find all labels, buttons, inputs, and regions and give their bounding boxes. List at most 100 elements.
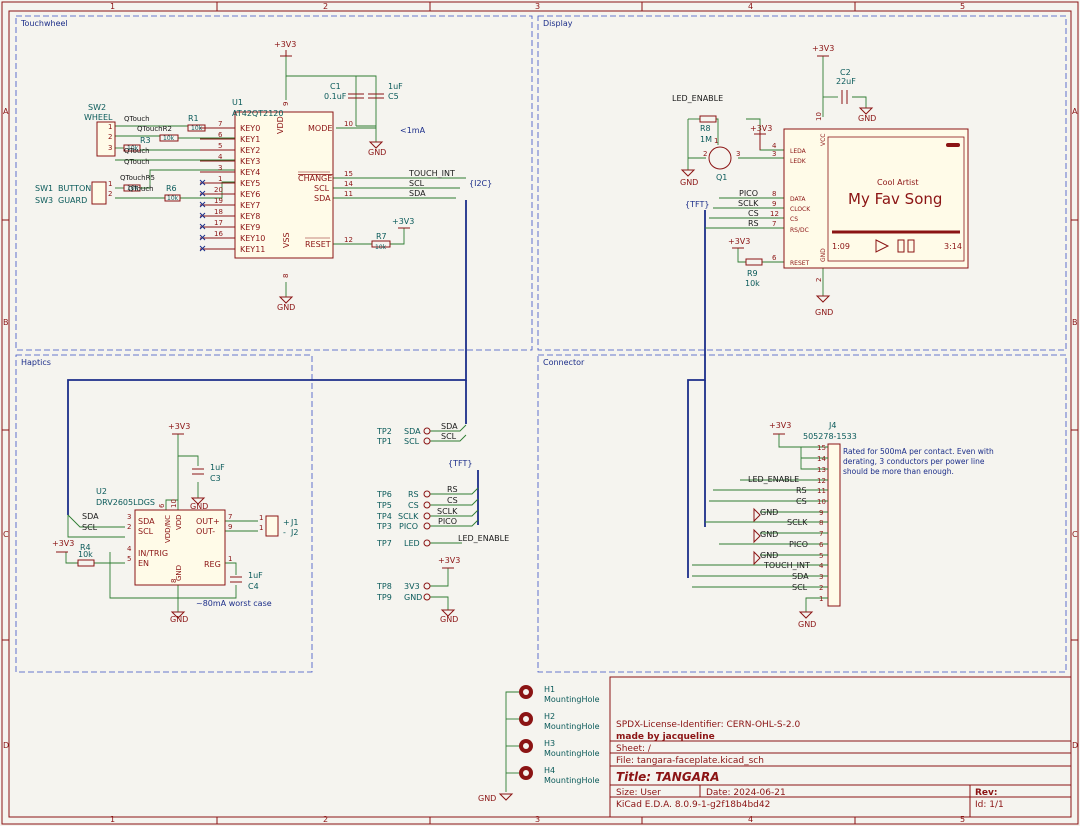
net-cs-display: CS: [748, 209, 759, 218]
r9-ref: R9: [747, 269, 758, 278]
q1-ref: Q1: [716, 173, 727, 182]
testpoint-circles: [423, 427, 431, 601]
tb-kicad: KiCad E.D.A. 8.0.9-1-g2f18b4bd42: [616, 800, 770, 810]
sw2-val: WHEEL: [84, 113, 113, 122]
r8-body: [699, 115, 717, 123]
sw2-pin1: 1: [108, 123, 112, 131]
tp-net-cs: CS: [447, 496, 458, 505]
r7-val: 10k: [375, 244, 387, 251]
disp-pin-clock: CLOCK: [790, 206, 811, 213]
r6-ref: R6: [166, 184, 177, 193]
disp-pin-ledk: LEDK: [790, 158, 807, 165]
j4-pin13: 13: [817, 466, 826, 474]
j4-gnd-label: GND: [798, 620, 816, 629]
c5-ref: C5: [388, 92, 399, 101]
u2-val: DRV2605LDGS: [96, 498, 155, 507]
j4-body: [827, 443, 841, 607]
touchwheel-wires: [115, 56, 466, 297]
u1-nc-marks: [199, 179, 206, 252]
j4-pin14: 14: [817, 455, 826, 463]
j4-pin4: 4: [819, 562, 824, 570]
r6-val: 10k: [167, 195, 179, 202]
u1-ref: U1: [232, 98, 243, 107]
u2-en: EN: [138, 559, 149, 568]
u1-key10: KEY10: [240, 234, 265, 243]
tp-net-led-enable: LED_ENABLE: [458, 534, 509, 543]
u2-gnd: GND: [175, 565, 183, 581]
display-wires: [687, 56, 867, 296]
j4-net-gnd-3: GND: [760, 551, 778, 560]
disp-num-4: 4: [772, 142, 777, 150]
u1-pin-key5: 1: [218, 175, 222, 183]
tb-id: Id: 1/1: [975, 800, 1004, 810]
u2-reg: REG: [204, 560, 221, 569]
pause-icon-right: [907, 239, 915, 253]
u1-pin14: 14: [344, 180, 353, 188]
j1-plus: +: [283, 518, 290, 527]
u2-pin2: 2: [127, 523, 131, 531]
j4-3v3: +3V3: [769, 421, 791, 430]
disp-pin-data: DATA: [790, 196, 806, 203]
j4-pin7: 7: [819, 530, 823, 538]
disp-num-12: 12: [770, 210, 779, 218]
touch-gnd-label: GND: [368, 148, 386, 157]
tp9-ref: TP9: [376, 593, 392, 602]
col-5-bottom: 5: [960, 815, 965, 824]
sheet-touchwheel-title: Touchwheel: [20, 19, 68, 28]
j2-ref: J2: [290, 528, 298, 537]
tb-date: Date: 2024-06-21: [706, 788, 786, 798]
qtouch-r2: QTouchR2: [137, 125, 172, 133]
c4-val: 1uF: [248, 571, 263, 580]
j4-net-led-enable: LED_ENABLE: [748, 475, 799, 484]
u1-pin-key4: 3: [218, 164, 222, 172]
j4-pin12: 12: [817, 477, 826, 485]
q1-gnd-label: GND: [680, 178, 698, 187]
u1-key5: KEY5: [240, 179, 260, 188]
tb-title: Title: TANGARA: [616, 770, 720, 784]
u1-value: AT42QT2120: [232, 109, 283, 118]
j4-net-gnd-2: GND: [760, 530, 778, 539]
r3-val: 10k: [163, 135, 175, 142]
u1-pin-key9: 17: [214, 219, 223, 227]
display-gnd-label: GND: [815, 308, 833, 317]
col-3-bottom: 3: [535, 815, 540, 824]
u1-mode: MODE: [308, 124, 332, 133]
testpoint-wires: [430, 424, 479, 610]
row-c-left: C: [3, 530, 9, 539]
tb-size: Size: User: [616, 788, 661, 798]
tp-net-pico: PICO: [438, 517, 457, 526]
r8-val: 1M: [700, 135, 712, 144]
connector-pin-numbers: 15 14 13 12 11 10 9 8 7 6 5 4 3 2 1: [817, 444, 826, 603]
tp3-sig: PICO: [399, 522, 418, 531]
u1-key9: KEY9: [240, 223, 260, 232]
connector-wires: [692, 434, 828, 612]
sw3-ref: SW3: [35, 196, 53, 205]
u1-key-labels: KEY0 KEY1 KEY2 KEY3 KEY4 KEY5 KEY6 KEY7 …: [240, 124, 265, 254]
tp8-ref: TP8: [376, 582, 392, 591]
qtouch-labels: QTouch QTouchR2 QTouch QTouch QTouchR5 Q…: [120, 115, 172, 193]
tp9-gnd-label: GND: [440, 615, 458, 624]
tp5-sig: CS: [408, 501, 419, 510]
u1-vdd: VDD: [276, 116, 285, 134]
tp4-sig: SCLK: [398, 512, 419, 521]
u1-key4: KEY4: [240, 168, 260, 177]
j1-ref: J1: [290, 518, 298, 527]
c1-ref: C1: [330, 82, 341, 91]
q1-pin2: 2: [703, 150, 707, 158]
r5-body: [123, 184, 141, 192]
h2-ref: H2: [544, 712, 555, 721]
disp-num-8: 8: [772, 190, 776, 198]
j4-net-scl: SCL: [792, 583, 808, 592]
row-a-right: A: [1072, 107, 1078, 116]
h4-ref: H4: [544, 766, 555, 775]
tp-net-sclk: SCLK: [437, 507, 458, 516]
qtouch-6: QTouch: [128, 185, 154, 193]
title-block-frame: [609, 676, 1072, 818]
net-sda-haptics: SDA: [82, 512, 99, 521]
haptics-3v3: +3V3: [168, 422, 190, 431]
u2-pin9: 9: [228, 523, 232, 531]
col-2-top: 2: [323, 2, 328, 11]
j4-net-rs: RS: [796, 486, 807, 495]
screen-time-right: 3:14: [944, 242, 962, 251]
tp8-3v3: +3V3: [438, 556, 460, 565]
